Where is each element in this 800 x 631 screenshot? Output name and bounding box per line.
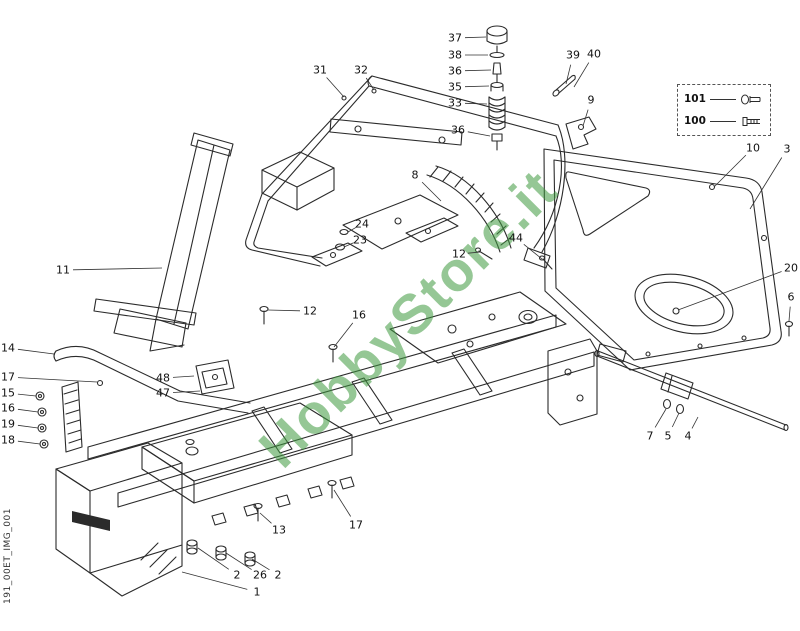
front-rail bbox=[53, 345, 251, 414]
mount-bracket bbox=[565, 116, 597, 150]
pin-parts bbox=[552, 74, 576, 97]
inset-row: 100 bbox=[684, 115, 764, 128]
side-panel bbox=[543, 148, 782, 371]
chassis-frame bbox=[87, 291, 598, 526]
inset-leader-line bbox=[709, 120, 736, 122]
small-bracket bbox=[195, 359, 235, 395]
loose-fasteners bbox=[96, 228, 794, 522]
inset-leader-line bbox=[709, 98, 736, 100]
bolt-icon bbox=[742, 116, 760, 126]
inset-label-101: 101 bbox=[684, 93, 706, 105]
spacer-feet bbox=[186, 539, 256, 567]
support-post bbox=[93, 132, 234, 352]
image-code: 191_00ET_IMG_001 bbox=[3, 508, 13, 604]
upper-frame bbox=[245, 75, 566, 269]
axle-rod bbox=[594, 343, 789, 432]
hardware-inset-box: 101 100 bbox=[677, 84, 771, 136]
spring-assembly bbox=[486, 25, 508, 151]
inset-row: 101 bbox=[684, 93, 764, 106]
side-strip-and-washers bbox=[35, 381, 83, 453]
inset-label-100: 100 bbox=[684, 115, 706, 127]
screw-icon bbox=[741, 94, 761, 104]
front-box bbox=[55, 442, 183, 597]
